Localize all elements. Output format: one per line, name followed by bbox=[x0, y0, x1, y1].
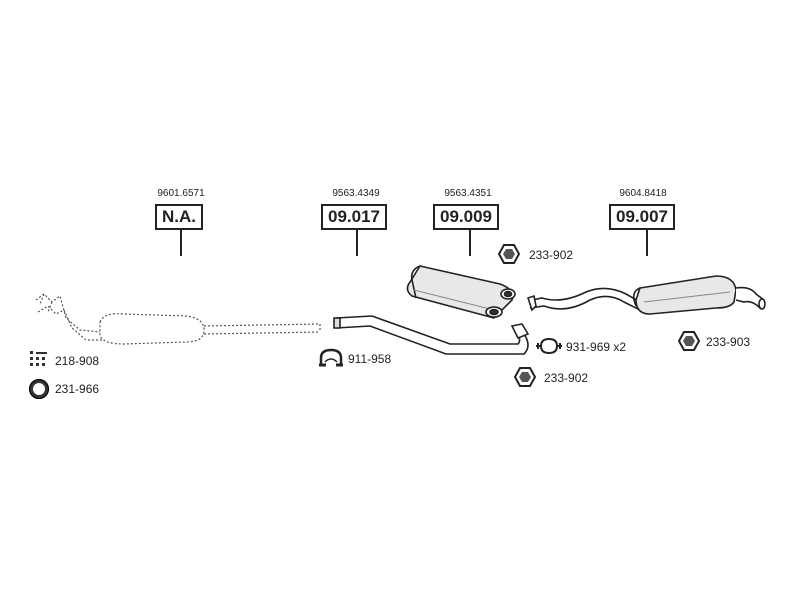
part-code-box[interactable]: 09.007 bbox=[609, 204, 675, 230]
part-number-label[interactable]: 233-902 bbox=[544, 371, 589, 385]
part-code-box[interactable]: N.A. bbox=[155, 204, 203, 230]
part-ref-number: 9563.4349 bbox=[332, 188, 380, 199]
rear-silencer-drawing bbox=[526, 275, 766, 315]
part-ref-number: 9601.6571 bbox=[157, 188, 205, 199]
pipe-clamp-icon bbox=[536, 337, 562, 355]
hex-nut-icon bbox=[498, 244, 520, 264]
gasket-ring-icon bbox=[29, 379, 49, 399]
hex-nut-icon bbox=[678, 331, 700, 351]
part-number-label[interactable]: 218-908 bbox=[55, 354, 100, 368]
leader-line bbox=[356, 229, 358, 256]
leader-line bbox=[180, 229, 182, 256]
leader-line bbox=[469, 229, 471, 256]
hex-nut-icon bbox=[514, 367, 536, 387]
part-ref-number: 9563.4351 bbox=[444, 188, 492, 199]
pipe-clamp-icon bbox=[319, 348, 343, 367]
part-number-label[interactable]: 231-966 bbox=[55, 382, 100, 396]
part-number-label[interactable]: 911-958 bbox=[348, 352, 392, 366]
middle-pipe-drawing bbox=[333, 315, 530, 355]
bolt-kit-icon bbox=[30, 351, 47, 366]
part-number-label[interactable]: 233-902 bbox=[529, 248, 574, 262]
centre-silencer-drawing bbox=[406, 265, 516, 319]
part-number-label[interactable]: 233-903 bbox=[706, 335, 751, 349]
part-number-label[interactable]: 931-969 x2 bbox=[566, 340, 627, 354]
front-pipe-catalyst-drawing bbox=[35, 293, 321, 345]
leader-line bbox=[646, 229, 648, 256]
part-code-box[interactable]: 09.017 bbox=[321, 204, 387, 230]
part-code-box[interactable]: 09.009 bbox=[433, 204, 499, 230]
part-ref-number: 9604.8418 bbox=[619, 188, 667, 199]
